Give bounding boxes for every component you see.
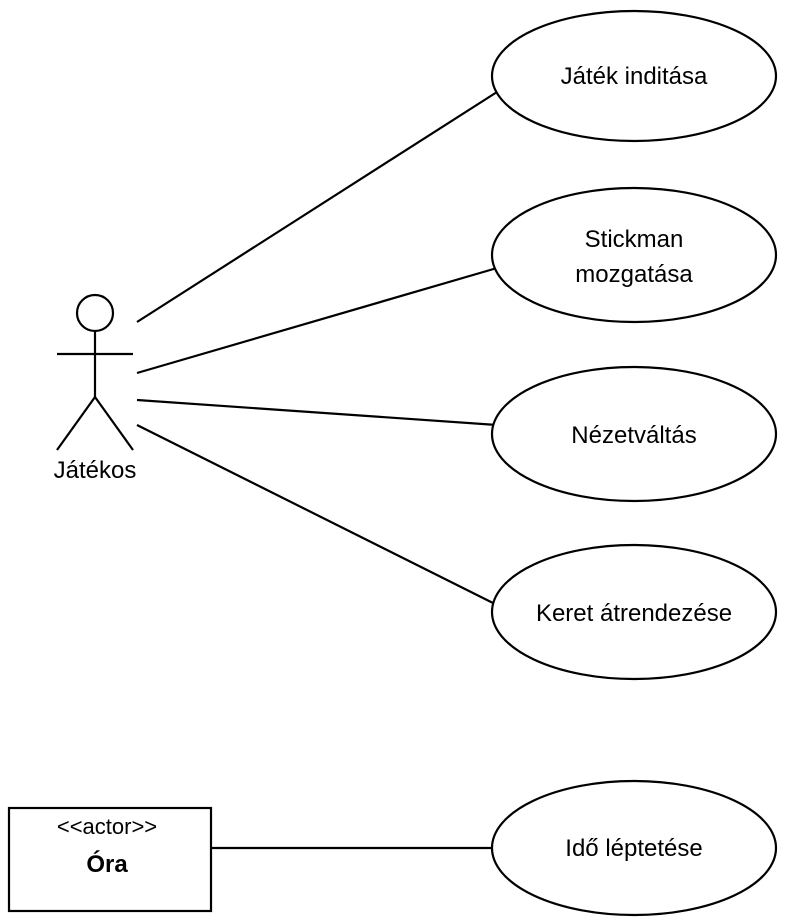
actor-right-leg (94, 396, 134, 451)
association-line-rearrange-frame (136, 424, 498, 606)
actor-head (75, 293, 115, 333)
use-case-label-line-1: Stickman (585, 226, 684, 253)
actor-stereotype: <<actor>> (57, 814, 157, 839)
association-line-start-game (136, 91, 498, 323)
use-case-label: Játék inditása (561, 63, 708, 90)
use-case-time-step: Idő léptetése (490, 779, 778, 917)
association-line-move-stickman (136, 266, 498, 375)
actor-left-leg (56, 396, 96, 451)
association-line-view-switch (136, 398, 498, 427)
use-case-start-game: Játék inditása (490, 9, 778, 143)
use-case-label: Keret átrendezése (536, 600, 732, 627)
clock-actor-name: Óra (86, 850, 128, 878)
use-case-rearrange-frame: Keret átrendezése (490, 543, 778, 681)
use-case-label: Nézetváltás (571, 422, 696, 449)
use-case-move-stickman: Stickman mozgatása (490, 186, 778, 324)
use-case-label: Idő léptetése (565, 835, 702, 862)
stick-figure-actor (56, 293, 134, 451)
clock-actor-box: <<actor>> Óra (7, 806, 213, 913)
use-case-view-switch: Nézetváltás (490, 365, 778, 503)
use-case-label-line-2: mozgatása (575, 261, 693, 288)
actor-name: Játékos (54, 457, 137, 484)
